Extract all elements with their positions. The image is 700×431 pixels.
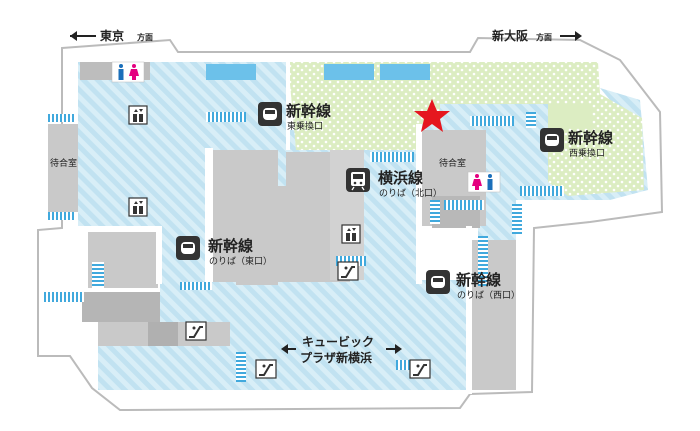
- building-blocks: [48, 62, 592, 390]
- direction-shin-osaka-name: 新大阪: [492, 28, 529, 43]
- waiting-room-east: 待合室: [439, 157, 466, 169]
- train-icon: [346, 168, 370, 192]
- shinkansen-icon: [258, 102, 282, 126]
- elevator-icon: [128, 197, 148, 217]
- direction-tokyo: 東京 方面: [70, 28, 153, 43]
- shinkansen-east-gate-sub: 東乗換口: [287, 120, 323, 132]
- label-shinkansen-west-gate: 新幹線 西乗換口: [568, 129, 613, 159]
- label-shinkansen-east-gate: 新幹線 東乗換口: [286, 102, 331, 132]
- platform-area: [288, 62, 644, 196]
- label-yokohama-line: 横浜線 のりば（北口）: [378, 169, 442, 199]
- direction-shin-osaka: 新大阪 方面: [492, 28, 582, 43]
- shinkansen-west-gate-line: 新幹線: [568, 129, 613, 147]
- restroom-icon: [111, 61, 145, 83]
- restroom-icon: [467, 171, 501, 193]
- escalator-icon: [337, 261, 359, 281]
- escalator-icon: [185, 321, 207, 341]
- direction-tokyo-suffix: 方面: [137, 32, 153, 42]
- label-shinkansen-west-platform: 新幹線 のりば（西口）: [456, 271, 520, 301]
- shinkansen-icon: [426, 270, 450, 294]
- shinkansen-west-platform-line: 新幹線: [456, 271, 501, 289]
- elevator-icon: [128, 105, 148, 125]
- shinkansen-east-gate-line: 新幹線: [286, 102, 331, 120]
- shinkansen-west-platform-sub: のりば（西口）: [457, 290, 520, 301]
- label-shinkansen-east-platform: 新幹線 のりば（東口）: [208, 237, 272, 267]
- label-cubic-plaza: キュービック プラザ新横浜: [281, 334, 402, 365]
- shinkansen-east-platform-sub: のりば（東口）: [209, 255, 272, 267]
- walls: [78, 58, 522, 394]
- waiting-room-west: 待合室: [50, 157, 77, 169]
- shinkansen-icon: [540, 128, 564, 152]
- direction-shin-osaka-suffix: 方面: [536, 32, 552, 42]
- shinkansen-east-platform-line: 新幹線: [208, 237, 253, 255]
- star-icon: [414, 99, 450, 132]
- shinkansen-icon: [176, 236, 200, 260]
- escalator-icon: [255, 359, 277, 379]
- shinkansen-west-gate-sub: 西乗換口: [569, 147, 605, 159]
- yokohama-line-sub: のりば（北口）: [379, 188, 442, 199]
- direction-tokyo-name: 東京: [100, 28, 124, 43]
- yokohama-line-name: 横浜線: [378, 169, 423, 187]
- cubic-plaza-line1: キュービック: [302, 334, 374, 349]
- escalator-icon: [409, 359, 431, 379]
- stairs: [44, 64, 564, 382]
- elevator-icon: [341, 224, 361, 244]
- cubic-plaza-line2: プラザ新横浜: [300, 350, 372, 365]
